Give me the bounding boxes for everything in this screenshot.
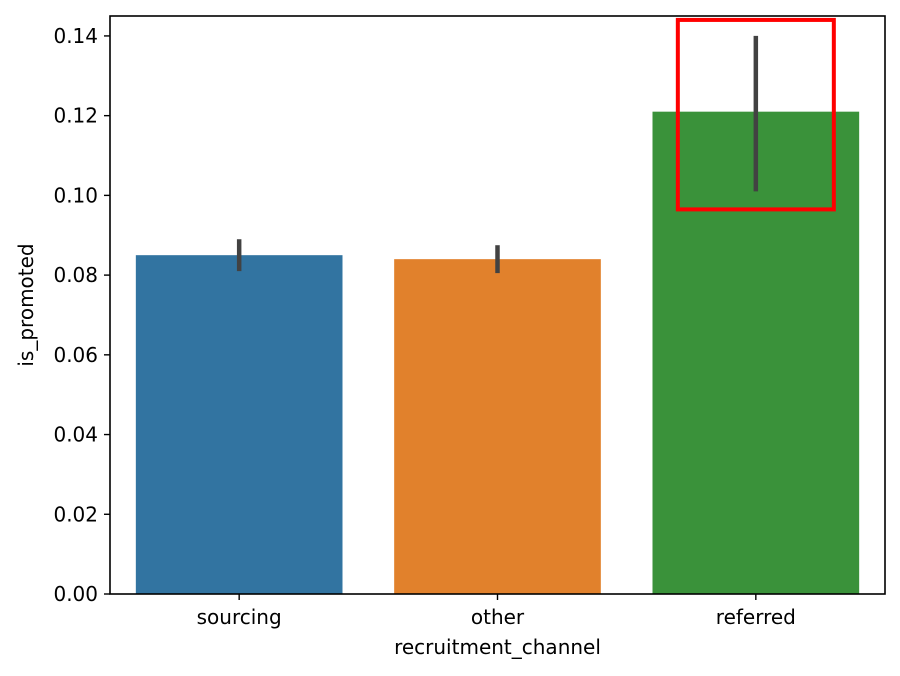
y-tick-label: 0.08 (53, 263, 98, 287)
error-bars-layer (236, 35, 759, 274)
x-tick-label: sourcing (197, 605, 282, 629)
x-axis-ticks: sourcing other referred (197, 594, 796, 629)
y-axis-label: is_promoted (14, 243, 38, 366)
bar-sourcing (135, 255, 343, 594)
y-tick-label: 0.12 (53, 104, 98, 128)
y-tick-label: 0.10 (53, 183, 98, 207)
highlight-box (675, 17, 836, 212)
bars-layer (135, 111, 860, 594)
bar-other (394, 259, 601, 594)
y-tick-label: 0.00 (53, 582, 98, 606)
bar-referred (652, 111, 860, 594)
y-axis-ticks: 0.00 0.02 0.04 0.06 0.08 0.10 0.12 0.14 (53, 24, 110, 606)
x-tick-label: other (471, 605, 525, 629)
y-tick-label: 0.14 (53, 24, 98, 48)
y-tick-label: 0.04 (53, 423, 98, 447)
x-tick-label: referred (716, 605, 796, 629)
y-tick-label: 0.02 (53, 502, 98, 526)
x-axis-label: recruitment_channel (394, 635, 601, 659)
y-tick-label: 0.06 (53, 343, 98, 367)
